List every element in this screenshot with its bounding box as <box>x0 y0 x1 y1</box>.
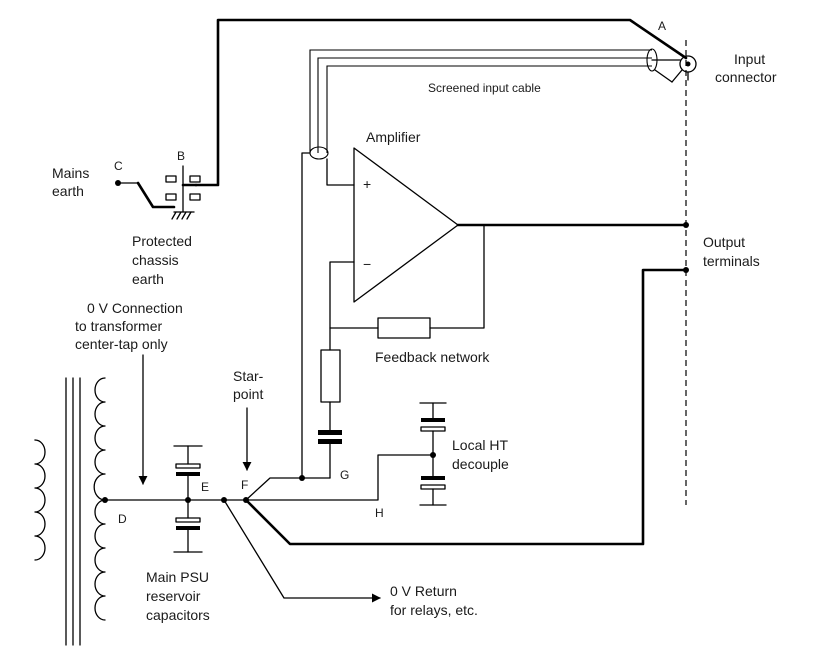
screened-input-cable <box>309 48 683 160</box>
star-point-label: Star- point <box>233 368 267 402</box>
label-f: F <box>241 478 248 492</box>
label-h: H <box>375 506 384 520</box>
star-to-output-wire <box>244 268 688 546</box>
label-a: A <box>658 19 666 33</box>
star-to-h-wire <box>245 454 434 501</box>
transformer-symbol <box>34 377 106 646</box>
input-connector-symbol <box>679 55 697 81</box>
input-connector-label: Input connector <box>715 51 777 85</box>
mains-earth-label: Mains earth <box>52 165 93 199</box>
feedback-series-resistor <box>320 349 341 403</box>
label-g: G <box>340 468 349 482</box>
zero-v-return-wire <box>223 499 381 603</box>
local-ht-decouple-caps <box>419 402 447 506</box>
label-c: C <box>114 159 123 173</box>
protected-chassis-earth-label: Protected chassis earth <box>132 233 196 287</box>
minus-input-wire <box>329 261 355 351</box>
feedback-network-label: Feedback network <box>375 349 490 365</box>
main-psu-reservoir-caps <box>173 445 203 553</box>
output-terminals-label: Output terminals <box>703 234 760 269</box>
zero-v-return-label: 0 V Return for relays, etc. <box>390 583 478 618</box>
zero-v-connection-label: 0 V Connection to transformer center-tap… <box>75 300 187 352</box>
local-ht-decouple-label: Local HT decouple <box>452 437 512 472</box>
minus-input-label: − <box>363 256 371 272</box>
signal-wire <box>326 158 355 186</box>
plus-input-label: + <box>363 176 371 192</box>
amplifier-symbol <box>353 147 459 303</box>
screened-cable-label: Screened input cable <box>428 81 541 95</box>
screen-return-wire <box>301 152 311 479</box>
label-d: D <box>118 512 127 526</box>
chassis-earth-wire <box>194 18 688 187</box>
protected-chassis-earth-symbol <box>117 165 201 220</box>
feedback-resistor <box>377 317 431 339</box>
amplifier-label: Amplifier <box>366 129 421 145</box>
label-b: B <box>177 149 185 163</box>
main-psu-reservoir-label: Main PSU reservoir capacitors <box>146 569 213 623</box>
star-to-g-wire <box>245 477 303 501</box>
feedback-wire <box>429 224 485 329</box>
label-e: E <box>201 480 209 494</box>
